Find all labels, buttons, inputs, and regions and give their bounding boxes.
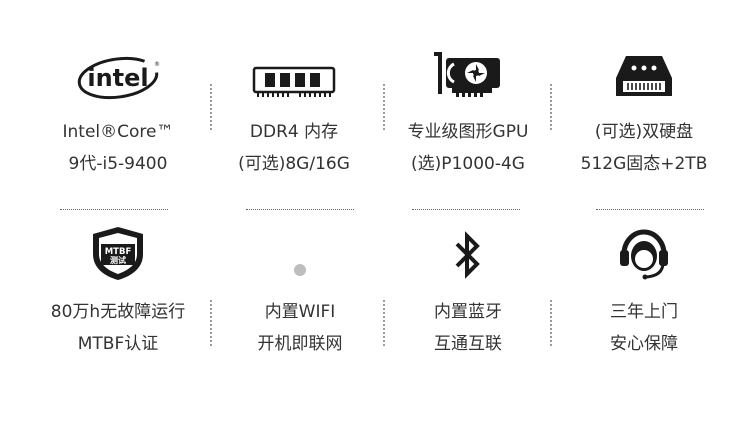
divider-v4 (210, 300, 212, 346)
divider-h4 (596, 209, 704, 210)
divider-v1 (210, 84, 212, 130)
storage-label: (可选)双硬盘 (594, 122, 694, 142)
feature-memory: DDR4 内存 (可选)8G/16G (206, 44, 382, 180)
feature-gpu: 专业级图形GPU (选)P1000-4G (380, 44, 556, 180)
feature-service: 三年上门 安心保障 (556, 226, 732, 360)
memory-options: (可选)8G/16G (238, 154, 350, 174)
bluetooth-label: 内置蓝牙 (434, 302, 502, 322)
service-label: 三年上门 (610, 302, 678, 322)
wifi-label: 内置WIFI (264, 302, 336, 322)
divider-v2 (383, 84, 385, 130)
gpu-label: 专业级图形GPU (407, 122, 529, 142)
mtbf-label: 80万h无故障运行 (50, 302, 186, 322)
storage-capacity: 512G固态+2TB (580, 154, 708, 174)
mtbf-badge-subtext: 测试 (110, 255, 126, 265)
feature-bluetooth: 内置蓝牙 互通互联 (380, 226, 556, 360)
graphics-card-icon (380, 44, 556, 100)
hard-drive-icon (556, 44, 732, 100)
mtbf-cert: MTBF认证 (77, 334, 159, 354)
feature-cpu: intel ® Intel®Core™ 9代-i5-9400 (30, 44, 206, 180)
bluetooth-desc: 互通互联 (434, 334, 502, 354)
service-desc: 安心保障 (610, 334, 678, 354)
feature-storage: (可选)双硬盘 512G固态+2TB (556, 44, 732, 180)
cpu-label: Intel®Core™ (62, 122, 174, 142)
divider-h2 (246, 209, 354, 210)
feature-mtbf: MTBF 测试 80万h无故障运行 MTBF认证 (30, 226, 206, 360)
feature-wifi: 内置WIFI 开机即联网 (212, 226, 388, 360)
wifi-dot-icon (212, 226, 388, 282)
divider-h3 (412, 209, 520, 210)
gpu-model: (选)P1000-4G (411, 154, 525, 174)
divider-h1 (60, 209, 168, 210)
memory-label: DDR4 内存 (249, 122, 339, 142)
mtbf-badge-text: MTBF (105, 247, 132, 257)
memory-module-icon (206, 44, 382, 100)
cpu-model: 9代-i5-9400 (68, 154, 168, 174)
mtbf-shield-icon: MTBF 测试 (30, 226, 206, 282)
customer-service-headset-icon (556, 226, 732, 282)
divider-v3 (550, 84, 552, 130)
bluetooth-icon (380, 226, 556, 282)
svg-text:®: ® (154, 61, 160, 68)
divider-v6 (550, 300, 552, 346)
intel-logo-text: intel (87, 64, 148, 92)
intel-logo-icon: intel ® (30, 44, 206, 100)
divider-v5 (383, 300, 385, 346)
wifi-desc: 开机即联网 (257, 334, 343, 354)
